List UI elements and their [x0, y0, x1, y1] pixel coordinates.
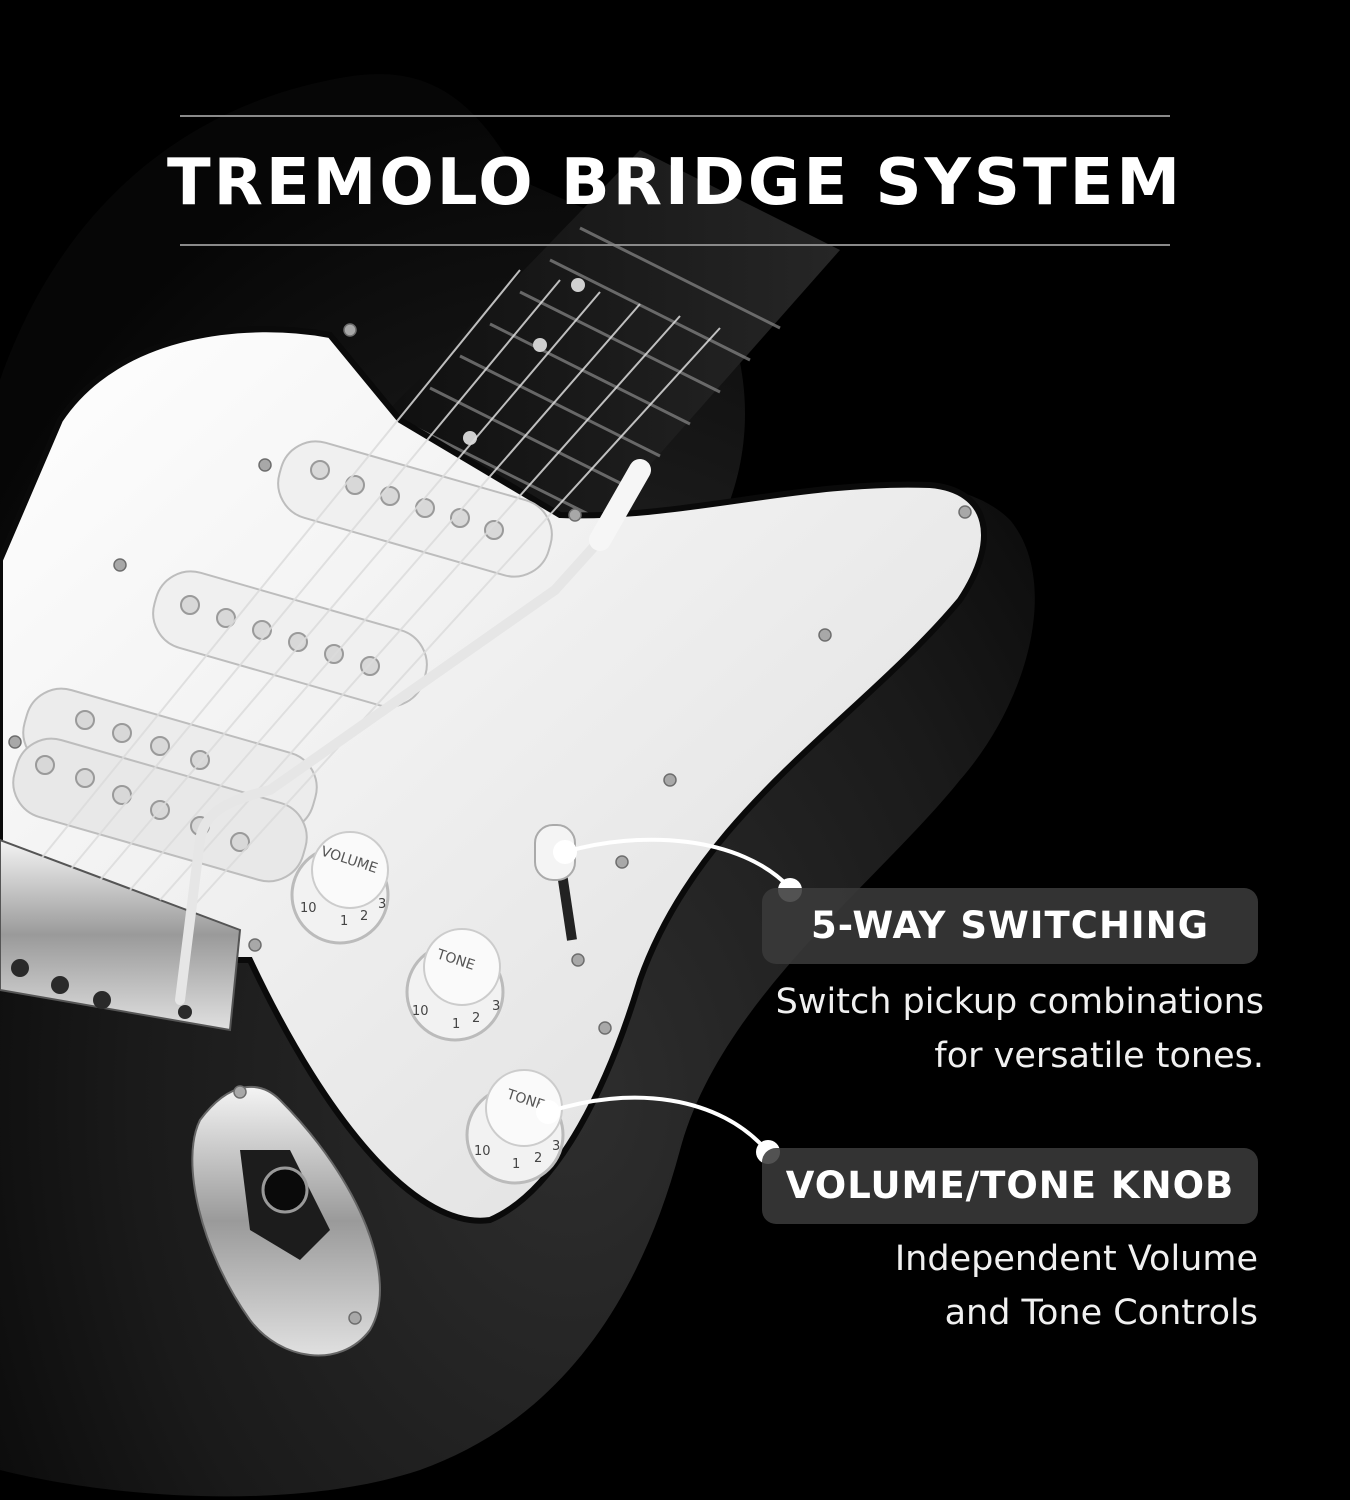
switching-description: Switch pickup combinations for versatile… — [644, 975, 1264, 1083]
svg-text:1: 1 — [340, 914, 348, 929]
page-title: TREMOLO BRIDGE SYSTEM — [166, 146, 1184, 220]
knob-volume — [290, 831, 390, 945]
svg-text:10: 10 — [412, 1004, 429, 1019]
svg-text:2: 2 — [360, 909, 368, 924]
svg-text:2: 2 — [534, 1151, 542, 1166]
callout-leaders — [547, 837, 792, 1154]
switching-description-line-1: Switch pickup combinations — [775, 982, 1264, 1022]
tremolo-arm — [175, 535, 605, 1005]
knob-description-line-1: Independent Volume — [894, 1239, 1258, 1279]
svg-text:3: 3 — [378, 897, 386, 912]
switching-description-line-2: for versatile tones. — [934, 1036, 1264, 1076]
title-rule-top — [180, 115, 1170, 117]
svg-text:1: 1 — [512, 1157, 520, 1172]
svg-text:10: 10 — [300, 901, 317, 916]
svg-text:1: 1 — [452, 1017, 460, 1032]
knob-tone — [405, 928, 505, 1042]
svg-text:2: 2 — [472, 1011, 480, 1026]
svg-text:10: 10 — [474, 1144, 491, 1159]
knob-label: VOLUME/TONE KNOB — [762, 1148, 1258, 1224]
output-jack — [191, 1086, 381, 1357]
knob-description-line-2: and Tone Controls — [944, 1293, 1258, 1333]
svg-text:3: 3 — [492, 999, 500, 1014]
knob-description: Independent Volume and Tone Controls — [638, 1232, 1258, 1340]
title-rule-bottom — [180, 244, 1170, 246]
pickguard — [0, 326, 987, 1224]
switching-label: 5-WAY SWITCHING — [762, 888, 1258, 964]
svg-text:3: 3 — [552, 1139, 560, 1154]
